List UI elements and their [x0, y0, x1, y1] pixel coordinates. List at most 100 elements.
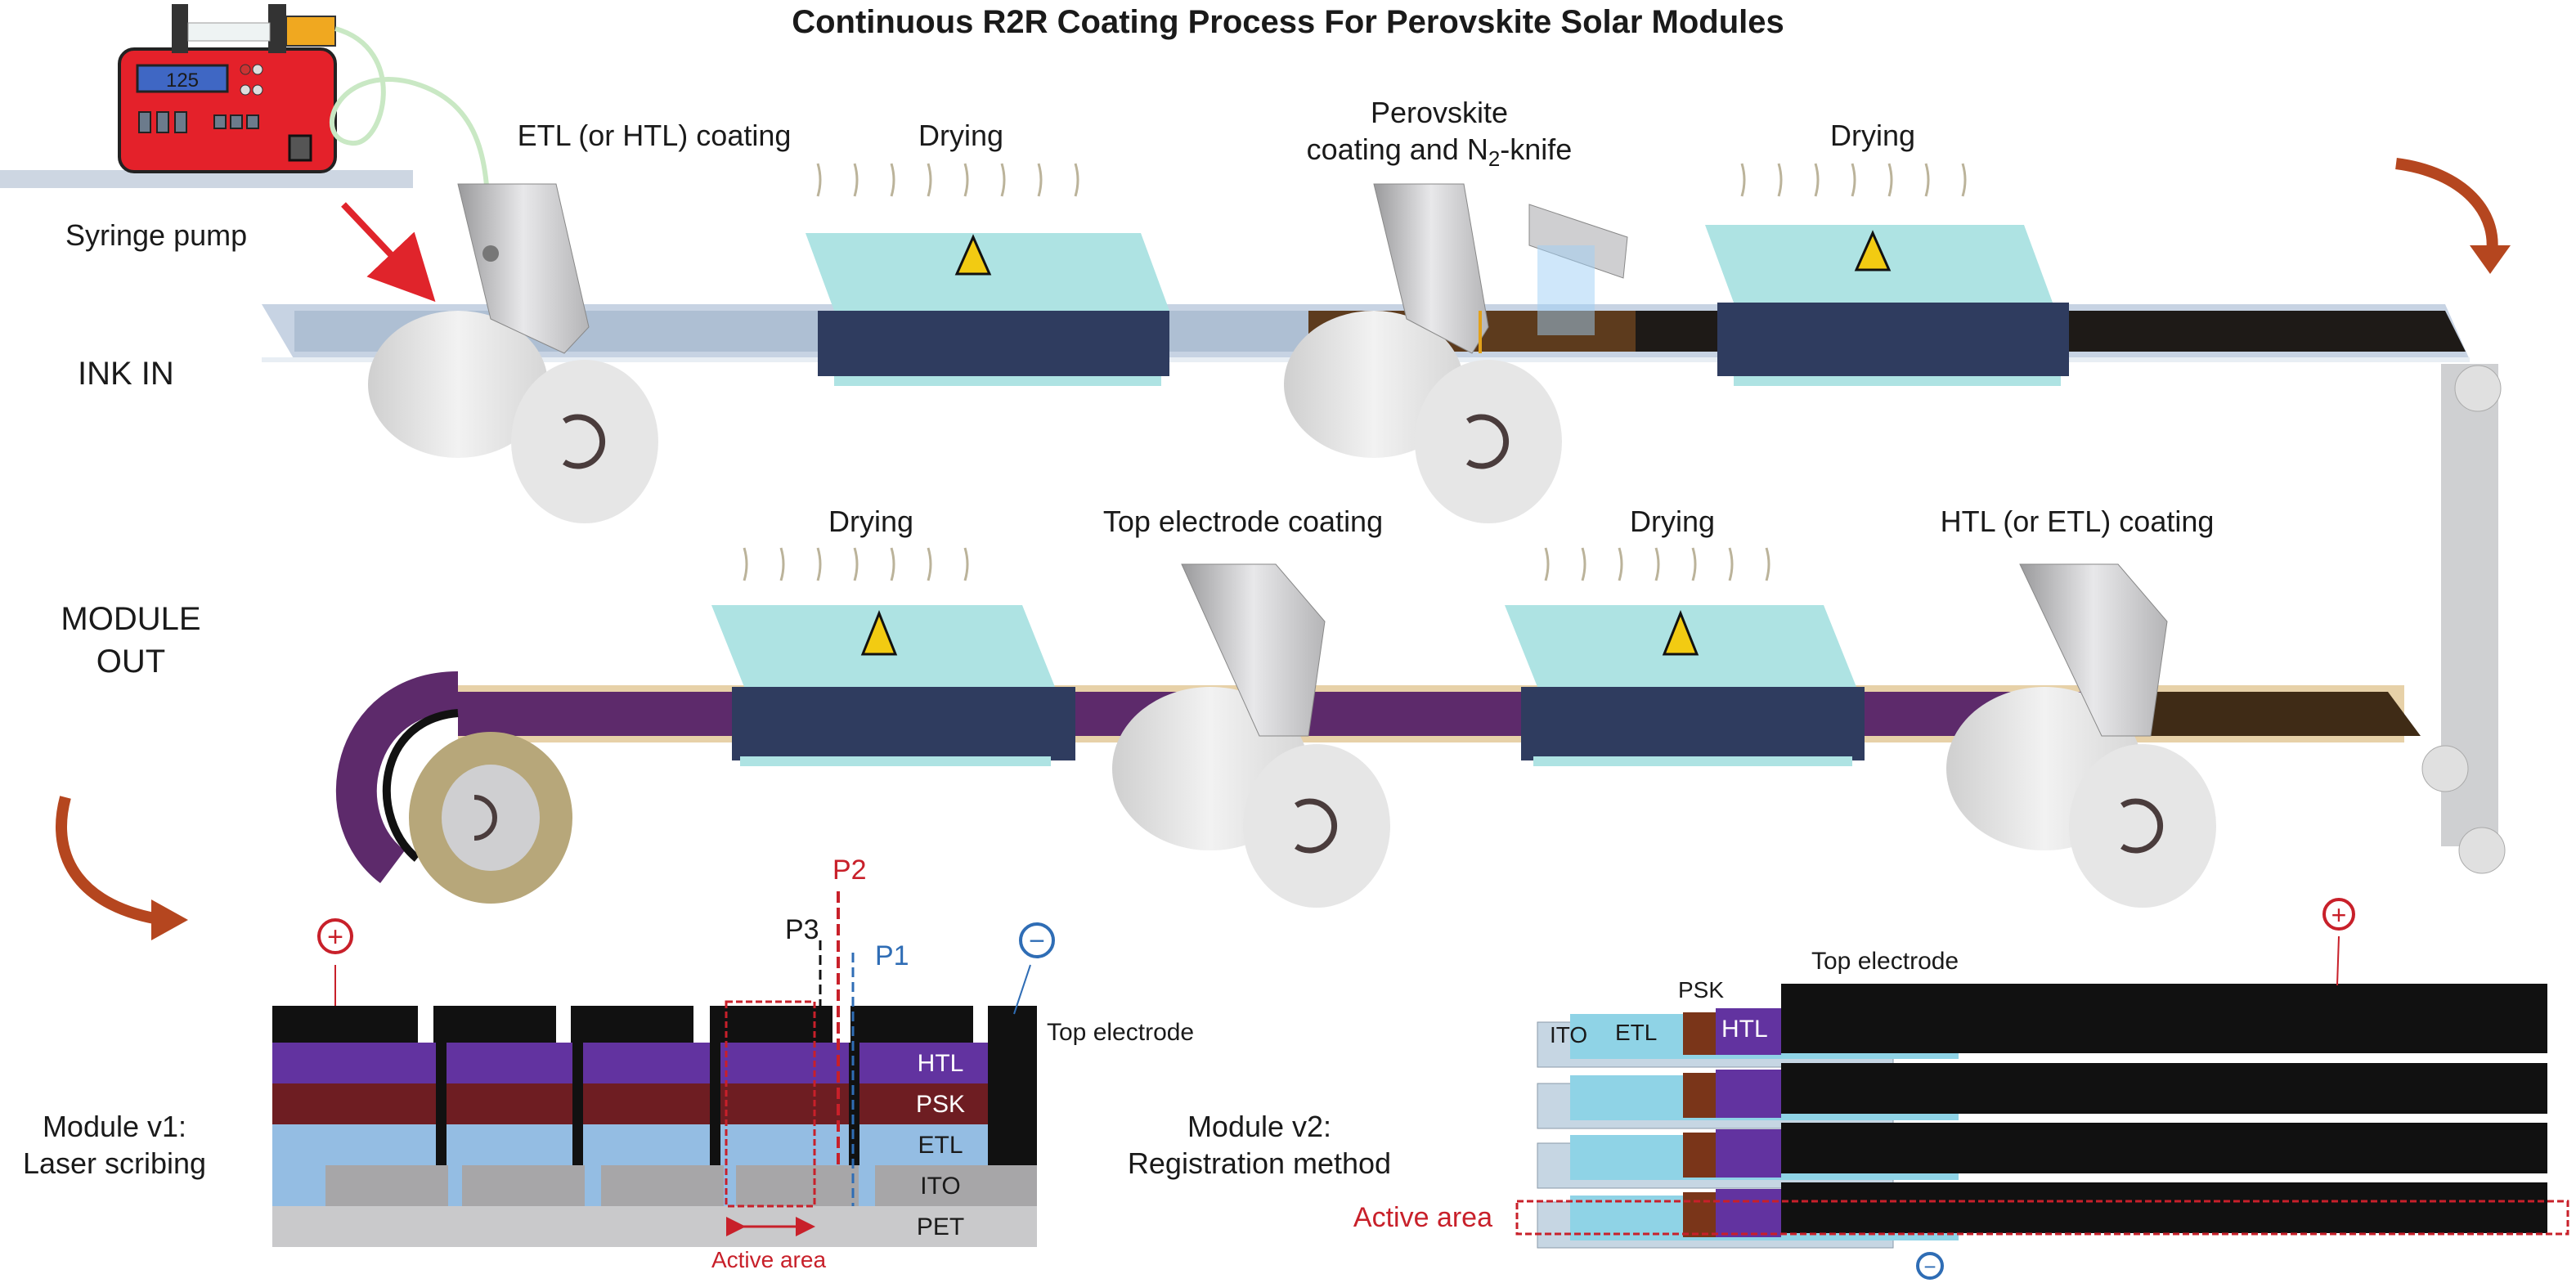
station-label: ETL (or HTL) coating [518, 119, 792, 152]
layer-ito [325, 1165, 448, 1206]
heat-waves-icon [1544, 547, 1770, 581]
v2-positive-terminal-icon: + [2322, 898, 2355, 986]
slot-die-coater [2019, 563, 2168, 737]
syringe-pump-label: Syringe pump [65, 218, 247, 252]
positive-terminal-icon: + [317, 918, 353, 1006]
layer-label-top-electrode: Top electrode [1047, 1019, 1194, 1046]
station-label: Drying [828, 505, 913, 538]
layer-ito [462, 1165, 585, 1206]
layer-label-ito: ITO [920, 1173, 960, 1200]
svg-text:+: + [327, 922, 343, 953]
syringe-pump: 125 [0, 4, 493, 271]
idler-roller [2454, 365, 2502, 412]
slot-die-coater [1373, 183, 1489, 354]
pump-shelf [0, 170, 413, 188]
hot-surface-warning-icon [860, 609, 898, 656]
svg-text:−: − [1923, 1254, 1936, 1279]
layer-label-psk: PSK [916, 1091, 965, 1118]
syringe-barrel [187, 22, 271, 42]
module-v2-label-line1: Module v2: [1187, 1110, 1331, 1143]
v2-layer-label-top-electrode: Top electrode [1811, 948, 1959, 975]
station-label: Top electrode coating [1103, 505, 1383, 538]
station-label: Drying [1830, 119, 1915, 152]
layer-label-htl: HTL [918, 1050, 964, 1077]
module-v1-cross-section [272, 1006, 1037, 1247]
rotate-icon [563, 414, 606, 469]
station-label-line1: Perovskite [1371, 96, 1508, 129]
module-v2-cell [1537, 984, 2547, 1068]
dryer-oven [1705, 163, 2069, 386]
v2-active-area-box [1515, 1200, 2569, 1236]
layer-ito [875, 1165, 1037, 1206]
idler-roller [2458, 827, 2506, 874]
turn-arrow-icon [56, 796, 165, 926]
v2-layer-label-htl: HTL [1721, 1016, 1768, 1043]
hot-surface-warning-icon [1662, 609, 1699, 656]
station-label: HTL (or ETL) coating [1941, 505, 2215, 538]
heat-waves-icon [743, 547, 969, 581]
scribe-p1-label: P1 [875, 940, 909, 971]
rotate-icon [1466, 414, 1510, 469]
station-label-line2: coating and N2-knife [1307, 132, 1573, 171]
module-v2-cell [1537, 1063, 2547, 1129]
module-v2-stack [1537, 984, 2547, 1249]
module-v1-label-line2: Laser scribing [23, 1146, 206, 1180]
dryer-oven [711, 547, 1075, 766]
layer-psk [272, 1083, 1037, 1124]
module-out-label-line1: MODULE [61, 601, 200, 637]
layer-label-pet: PET [917, 1213, 964, 1240]
pump-clamp [172, 4, 188, 53]
bottom-roller-2 [1946, 687, 2216, 908]
dryer-oven [806, 163, 1169, 386]
pump-switch [288, 134, 312, 162]
negative-terminal-icon: − [1013, 922, 1055, 1015]
rotate-icon [2120, 798, 2164, 854]
slot-die-coater [1181, 563, 1326, 737]
top-roller-1 [368, 311, 658, 523]
layer-ito [601, 1165, 724, 1206]
heat-waves-icon [1740, 163, 1967, 197]
v2-layer-label-ito: ITO [1550, 1022, 1587, 1047]
scribe-p3-label: P3 [785, 914, 819, 945]
active-area-box [725, 1000, 816, 1208]
rotate-icon [1295, 798, 1338, 854]
module-v1-label-line1: Module v1: [43, 1110, 186, 1143]
figure-title: Continuous R2R Coating Process For Perov… [792, 4, 1784, 40]
hot-surface-warning-icon [954, 234, 992, 276]
dryer-oven [1505, 547, 1865, 766]
pump-display [136, 64, 229, 93]
ink-tube [329, 26, 493, 271]
turn-arrow-icon [2395, 158, 2498, 263]
module-v2-label-line2: Registration method [1128, 1146, 1391, 1180]
layer-label-etl: ETL [918, 1132, 963, 1159]
svg-text:+: + [2331, 900, 2347, 930]
scribe-p2-label: P2 [832, 855, 867, 886]
station-label: Drying [1630, 505, 1715, 538]
hot-surface-warning-icon [1854, 230, 1892, 271]
pump-clamp [268, 4, 286, 53]
nitrogen-air-knife [1528, 204, 1628, 335]
v2-layer-label-etl: ETL [1615, 1020, 1657, 1045]
layer-htl [272, 1043, 1037, 1083]
v2-active-area-label: Active area [1353, 1202, 1492, 1233]
syringe-holder [285, 16, 336, 47]
module-out-label-line2: OUT [96, 644, 165, 680]
rotate-icon [473, 795, 497, 841]
module-v2-cell [1537, 1182, 2547, 1249]
layer-etl [272, 1124, 1037, 1165]
slot-die-coater [457, 183, 590, 354]
pump-display-value: 125 [166, 70, 199, 92]
top-roller-2 [1284, 311, 1562, 523]
active-area-label: Active area [711, 1247, 826, 1272]
ink-in-label: INK IN [78, 356, 174, 392]
idler-roller [2421, 745, 2469, 792]
ink-feed-arrow [341, 202, 436, 303]
v2-negative-terminal-icon: − [1916, 1252, 1944, 1280]
module-v2-cell [1537, 1123, 2547, 1189]
station-label: Drying [918, 119, 1003, 152]
layer-ito [736, 1165, 859, 1206]
layer-pet [272, 1206, 1037, 1247]
heat-waves-icon [816, 163, 1079, 197]
v2-layer-label-psk: PSK [1678, 977, 1724, 1003]
